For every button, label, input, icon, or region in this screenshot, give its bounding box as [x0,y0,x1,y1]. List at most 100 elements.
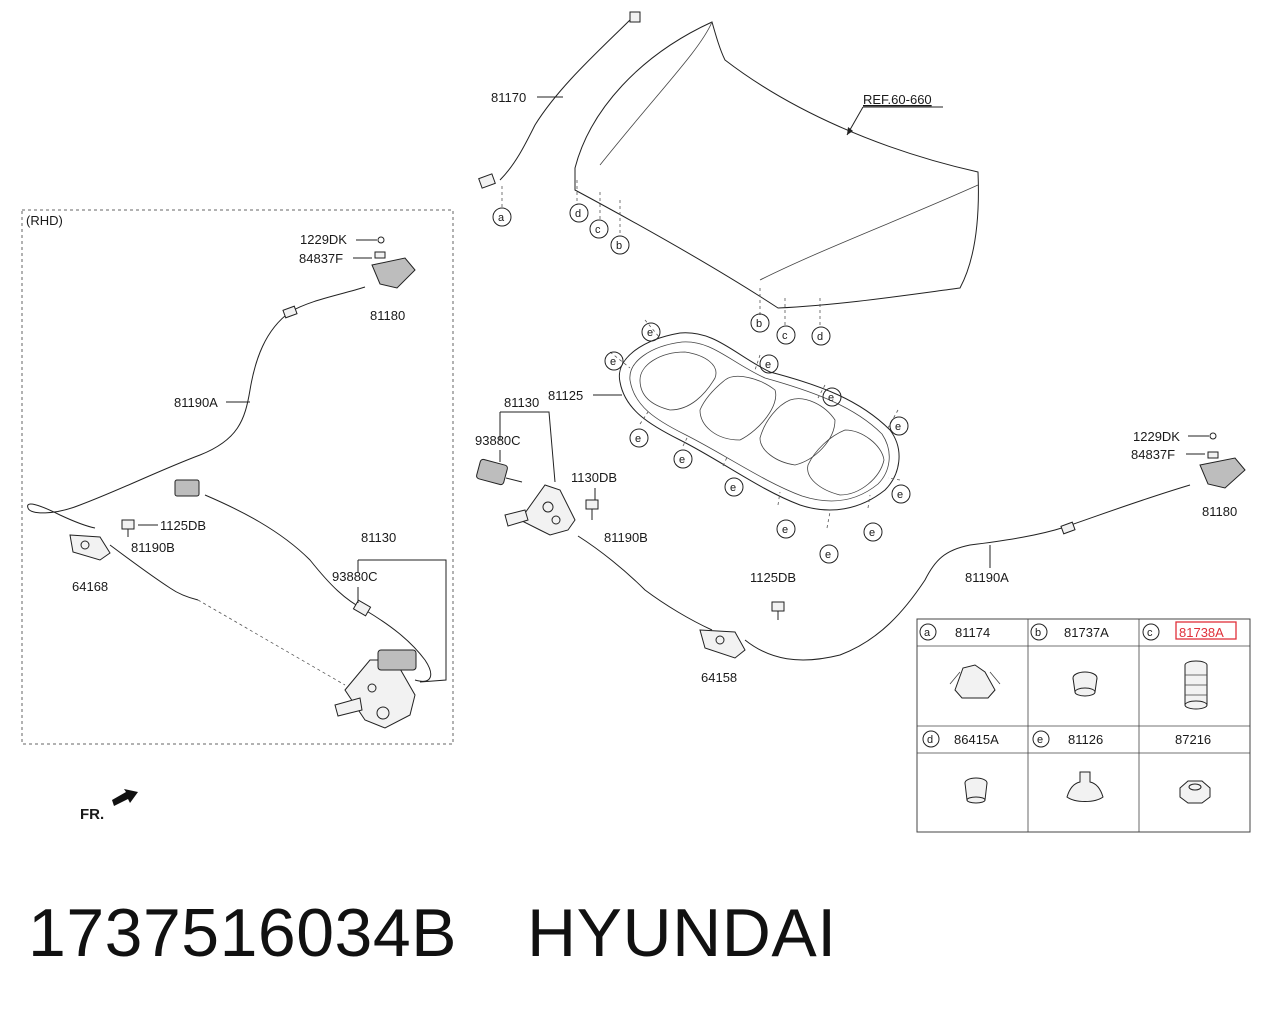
hood-insulator-pad[interactable] [618,332,900,511]
label-64158: 64158 [701,670,737,685]
label-81130-left: 81130 [361,530,396,545]
ref-callout: REF.60-660 [846,92,943,136]
label-1229dk-left: 1229DK [300,232,347,247]
release-handle-64158[interactable] [699,629,746,659]
cable-81190a-left[interactable] [27,286,366,529]
svg-text:e: e [647,327,653,339]
svg-text:e: e [730,482,736,494]
svg-text:e: e [828,392,834,404]
clip-icon [949,664,1001,699]
label-1130db: 1130DB [571,470,617,485]
left-latch-assembly[interactable] [334,649,417,729]
svg-text:a: a [498,212,505,224]
svg-text:e: e [895,421,901,433]
svg-text:e: e [825,549,831,561]
label-81180-left: 81180 [370,308,405,323]
svg-text:d: d [817,331,823,343]
front-direction-indicator: FR. [80,789,138,823]
product-caption: 1737516034B HYUNDAI [28,888,837,978]
svg-text:e: e [897,489,903,501]
bumper-stop-icon [1072,671,1098,697]
cable-81190b-center[interactable] [577,535,713,631]
legend-code-81126: 81126 [1068,732,1103,747]
svg-text:d: d [927,734,933,746]
front-label: FR. [80,806,104,823]
part-number: 1737516034B [28,895,458,971]
left-latch-81180[interactable] [371,236,416,289]
rubber-bumper-icon [1184,660,1208,710]
label-81125: 81125 [548,388,583,403]
label-1125db-center: 1125DB [750,570,796,585]
callout-b-hood1: b [610,235,630,255]
svg-text:e: e [782,524,788,536]
label-1229dk-right: 1229DK [1133,429,1180,444]
label-84837f-right: 84837F [1131,447,1175,462]
label-81130-center: 81130 [504,395,539,410]
cable-81190a-right[interactable] [744,484,1191,661]
bolt-1125db-center [771,601,785,620]
center-latch-assembly[interactable] [476,458,576,536]
legend-cell-e[interactable]: e 81126 [1032,730,1104,802]
svg-text:b: b [1035,627,1041,639]
legend-code-87216: 87216 [1175,732,1211,747]
svg-text:e: e [765,359,771,371]
rhd-label: (RHD) [26,213,63,228]
svg-text:c: c [595,224,601,236]
highlight-box [1175,621,1237,640]
svg-text:e: e [679,454,685,466]
svg-text:a: a [924,627,931,639]
label-64168: 64168 [72,579,108,594]
svg-text:e: e [635,433,641,445]
callouts-e-pad: e e e e e e e e e e e e [604,319,911,564]
bolt-1130db [585,488,599,520]
legend-cell-a[interactable]: a 81174 [919,623,1001,699]
label-81190a-right: 81190A [965,570,1009,585]
legend-cell-87216[interactable]: 87216 [1175,732,1211,804]
callout-c-hood2: c [776,325,796,345]
legend-cell-d[interactable]: d 86415A [922,730,999,804]
legend-code-86415a: 86415A [954,732,999,747]
svg-text:d: d [575,208,581,220]
brand-name: HYUNDAI [527,895,837,971]
label-84837f-left: 84837F [299,251,343,266]
label-81170: 81170 [491,90,526,105]
legend-code-81737a: 81737A [1064,625,1109,640]
label-81190a-left: 81190A [174,395,218,410]
rhd-section-box [21,209,454,745]
grommet-icon [964,777,988,804]
nut-icon [1179,780,1211,804]
callout-c-hood1: c [589,219,609,239]
legend-cell-b[interactable]: b 81737A [1030,623,1109,697]
callout-a-rod: a [492,207,512,227]
hood-stay-rod[interactable] [478,11,641,189]
svg-text:c: c [1147,627,1153,639]
ref-label: REF.60-660 [863,92,932,107]
right-latch-81180[interactable] [1199,432,1246,489]
cable-93880c-left[interactable] [174,479,432,682]
svg-text:c: c [782,330,788,342]
pad-clip-icon [1066,771,1104,802]
label-81190b-center: 81190B [604,530,648,545]
svg-text:e: e [610,356,616,368]
svg-text:b: b [616,240,622,252]
legend-cell-c[interactable]: c 81738A [1142,621,1237,710]
label-1125db-left: 1125DB [160,518,206,533]
svg-text:e: e [1037,734,1043,746]
legend-code-81738a: 81738A [1179,625,1224,640]
label-81190b-left: 81190B [131,540,175,555]
release-handle-64168[interactable] [69,534,111,561]
label-81180-right: 81180 [1202,504,1237,519]
callout-b-hood2: b [750,313,770,333]
legend-code-81174: 81174 [955,625,990,640]
cable-81190b-left[interactable] [109,544,199,601]
hood-panel[interactable] [574,21,979,309]
callout-d-hood1: d [569,203,589,223]
svg-text:e: e [869,527,875,539]
label-93880c-left: 93880C [332,569,378,584]
bolt-1125db-left [121,519,135,537]
label-93880c-center: 93880C [475,433,521,448]
svg-text:b: b [756,318,762,330]
callout-d-hood2: d [811,326,831,346]
